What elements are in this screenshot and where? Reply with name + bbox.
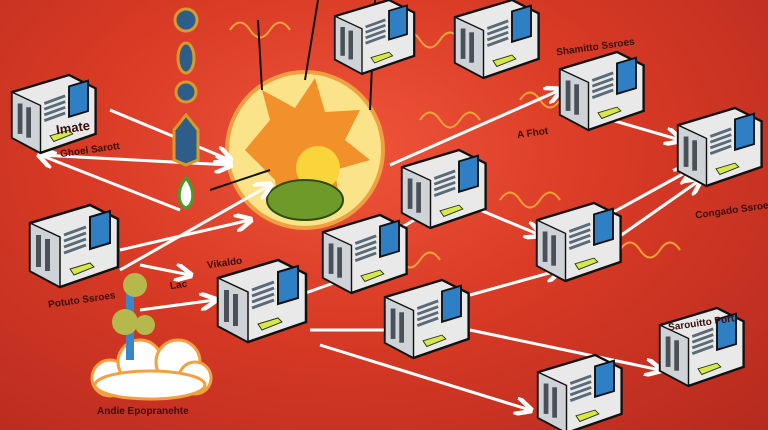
- server-icon: [658, 306, 745, 388]
- squiggle: [419, 111, 481, 129]
- connection-arrow: [469, 270, 560, 297]
- server-icon: [536, 353, 623, 430]
- tree: [112, 273, 155, 360]
- connection-arrow: [139, 300, 215, 312]
- connection-arrow: [109, 108, 230, 160]
- server-icon: [453, 0, 540, 80]
- squiggle: [229, 21, 291, 39]
- connection-arrow: [119, 185, 270, 272]
- connection-arrow: [389, 90, 560, 167]
- cloud: [90, 338, 213, 401]
- bush: [266, 179, 344, 221]
- connection-arrow: [40, 155, 181, 212]
- server-icon: [535, 201, 622, 283]
- badges: [172, 7, 200, 210]
- connection-arrow: [119, 220, 250, 252]
- connection-arrow: [479, 208, 540, 235]
- server-icon: [321, 213, 408, 295]
- squiggle: [499, 191, 561, 209]
- server-icon: [216, 258, 308, 344]
- server-icon: [676, 106, 763, 188]
- connection-arrow: [39, 153, 230, 165]
- server-icon: [383, 278, 470, 360]
- connection-arrow: [469, 328, 660, 370]
- sun: [209, 0, 385, 230]
- server-icon: [333, 0, 416, 76]
- servers: [10, 0, 763, 430]
- connection-arrow: [319, 343, 530, 410]
- squiggle: [619, 241, 681, 259]
- server-icon: [400, 148, 487, 230]
- label-andie: Andie Epopranehte: [97, 406, 189, 417]
- server-icon: [28, 203, 120, 289]
- connection-arrow: [139, 265, 190, 275]
- server-icon: [558, 50, 645, 132]
- server-icon: [10, 73, 97, 155]
- starburst: [245, 78, 370, 215]
